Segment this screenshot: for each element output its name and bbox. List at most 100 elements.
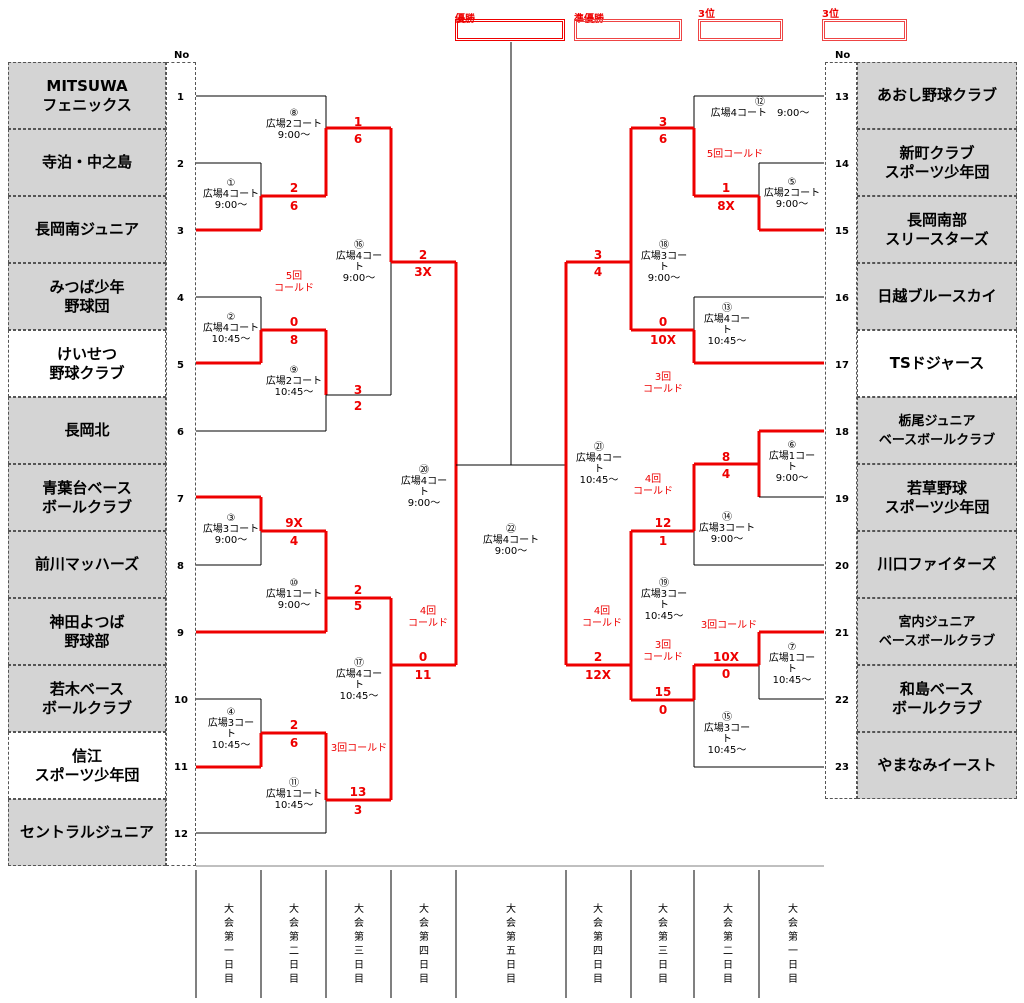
placement-box — [455, 19, 565, 41]
cold-game-note: 4回 コールド — [408, 606, 448, 629]
score-value: 3 — [353, 383, 363, 397]
day-label: 大会第四日目 — [419, 904, 429, 985]
score-value: 4 — [289, 534, 299, 548]
team-number: 7 — [177, 494, 184, 505]
game-label: ⑲ 広場3コー ト 10:45～ — [640, 578, 688, 622]
score-value: 0 — [658, 703, 668, 717]
score-value: 11 — [414, 668, 432, 682]
team-name-box: 川口ファイターズ — [857, 531, 1017, 598]
score-value: 10X — [713, 650, 739, 664]
score-value: 4 — [593, 265, 603, 279]
team-number: 8 — [177, 561, 184, 572]
game-label: ⑯ 広場4コー ト 9:00～ — [335, 240, 383, 284]
team-number: 1 — [177, 92, 184, 103]
team-number: 22 — [835, 695, 849, 706]
score-value: 1 — [721, 181, 731, 195]
score-value: 0 — [289, 315, 299, 329]
placement-box — [574, 19, 682, 41]
team-number: 10 — [174, 695, 188, 706]
game-label: ㉒ 広場4コート 9:00～ — [482, 524, 540, 557]
number-column-right — [825, 62, 857, 799]
cold-game-note: 4回 コールド — [582, 606, 622, 629]
day-label: 大会第四日目 — [593, 904, 603, 985]
score-value: 8 — [289, 333, 299, 347]
placement-label: 3位 — [698, 9, 715, 20]
game-label: ⑰ 広場4コー ト 10:45～ — [335, 658, 383, 702]
game-label: ⑭ 広場3コート 9:00～ — [698, 512, 756, 545]
team-name-box: あおし野球クラブ — [857, 62, 1017, 129]
placement-label: 3位 — [822, 9, 839, 20]
team-number: 11 — [174, 762, 188, 773]
day-label: 大会第三日目 — [354, 904, 364, 985]
game-label: ⑥ 広場1コー ト 9:00～ — [768, 440, 816, 484]
day-label: 大会第二日目 — [723, 904, 733, 985]
game-label: ⑨ 広場2コート 10:45～ — [265, 365, 323, 398]
score-value: 10X — [650, 333, 676, 347]
cold-game-note: 3回コールド — [330, 743, 388, 754]
number-column-left — [166, 62, 196, 866]
score-value: 1 — [658, 534, 668, 548]
score-value: 9X — [285, 516, 303, 530]
team-number: 18 — [835, 427, 849, 438]
score-value: 5 — [353, 599, 363, 613]
score-value: 6 — [658, 132, 668, 146]
team-name-box: 長岡南ジュニア — [8, 196, 166, 263]
game-label: ⑩ 広場1コート 9:00～ — [265, 578, 323, 611]
score-value: 0 — [721, 667, 731, 681]
day-label: 大会第一日目 — [788, 904, 798, 985]
team-name-box: 日越ブルースカイ — [857, 263, 1017, 330]
team-number: 12 — [174, 829, 188, 840]
placement-box — [822, 19, 907, 41]
score-value: 6 — [353, 132, 363, 146]
score-value: 8X — [717, 199, 735, 213]
team-number: 9 — [177, 628, 184, 639]
team-number: 16 — [835, 293, 849, 304]
score-value: 15 — [654, 685, 672, 699]
team-name-box: 宮内ジュニア ベースボールクラブ — [857, 598, 1017, 665]
day-label: 大会第三日目 — [658, 904, 668, 985]
score-value: 2 — [418, 248, 428, 262]
game-label: ⑫ 広場4コート 9:00～ — [710, 97, 810, 119]
team-name-box: MITSUWA フェニックス — [8, 62, 166, 129]
score-value: 8 — [721, 450, 731, 464]
game-label: ④ 広場3コー ト 10:45～ — [207, 707, 255, 751]
team-name-box: 長岡北 — [8, 397, 166, 464]
team-number: 19 — [835, 494, 849, 505]
day-label: 大会第一日目 — [224, 904, 234, 985]
day-label: 大会第五日目 — [506, 904, 516, 985]
score-value: 2 — [593, 650, 603, 664]
score-value: 2 — [289, 718, 299, 732]
cold-game-note: 3回コールド — [700, 620, 758, 631]
day-label: 大会第二日目 — [289, 904, 299, 985]
cold-game-note: 3回 コールド — [643, 372, 683, 395]
team-name-box: 神田よつば 野球部 — [8, 598, 166, 665]
team-number: 23 — [835, 762, 849, 773]
team-number: 21 — [835, 628, 849, 639]
team-name-box: 信江 スポーツ少年団 — [8, 732, 166, 799]
team-name-box: やまなみイースト — [857, 732, 1017, 799]
score-value: 4 — [721, 467, 731, 481]
game-label: ① 広場4コート 9:00～ — [202, 178, 260, 211]
team-name-box: 寺泊・中之島 — [8, 129, 166, 196]
score-value: 3 — [658, 115, 668, 129]
no-header-right: No — [835, 50, 851, 61]
team-name-box: 和島ベース ボールクラブ — [857, 665, 1017, 732]
score-value: 3 — [353, 803, 363, 817]
game-label: ⑧ 広場2コート 9:00～ — [265, 108, 323, 141]
team-number: 4 — [177, 293, 184, 304]
team-name-box: 若木ベース ボールクラブ — [8, 665, 166, 732]
team-number: 13 — [835, 92, 849, 103]
cold-game-note: 3回 コールド — [643, 640, 683, 663]
score-value: 6 — [289, 736, 299, 750]
team-name-box: 栃尾ジュニア ベースボールクラブ — [857, 397, 1017, 464]
game-label: ⑪ 広場1コート 10:45～ — [265, 778, 323, 811]
score-value: 6 — [289, 199, 299, 213]
cold-game-note: 5回コールド — [706, 149, 764, 160]
placement-box — [698, 19, 783, 41]
team-number: 15 — [835, 226, 849, 237]
score-value: 12 — [654, 516, 672, 530]
team-number: 14 — [835, 159, 849, 170]
score-value: 0 — [658, 315, 668, 329]
team-name-box: 長岡南部 スリースターズ — [857, 196, 1017, 263]
